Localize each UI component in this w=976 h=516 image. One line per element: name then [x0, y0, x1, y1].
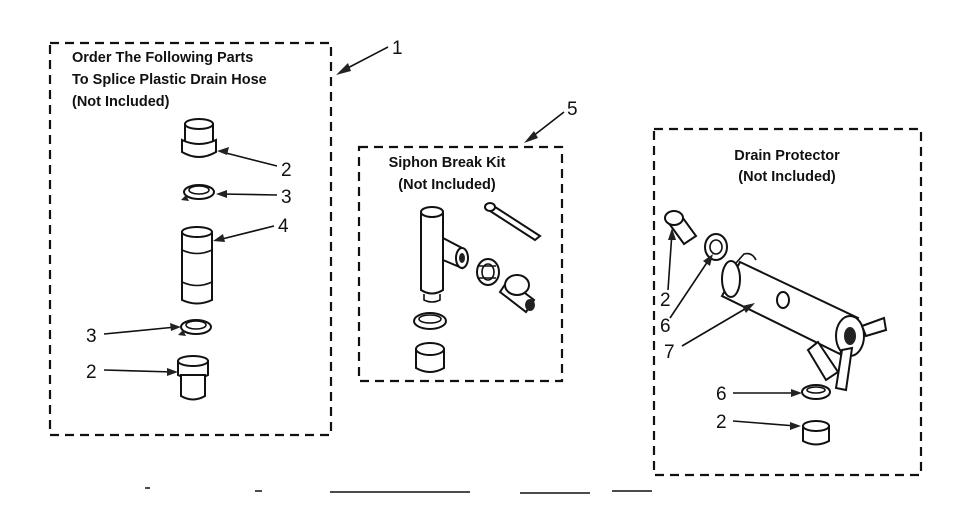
siphon-title-line-2: (Not Included) — [398, 177, 496, 193]
arrow-bottom-2 — [167, 368, 178, 376]
drain-protector-box — [652, 127, 923, 477]
siphon-break-group: Siphon Break Kit (Not Included) 5 — [357, 99, 578, 383]
leader-drain-left-6 — [669, 257, 711, 319]
label-drain-left-2: 2 — [660, 290, 671, 311]
leader-top-3 — [220, 193, 278, 196]
clamp-top — [181, 184, 215, 201]
arrow-drain-left-2 — [668, 228, 676, 240]
drain-title-line-2: (Not Included) — [738, 169, 836, 185]
siphon-title-line-1: Siphon Break Kit — [389, 155, 506, 171]
arrow-drain-left-6 — [703, 254, 713, 266]
hose-splice-group: Order The Following Parts To Splice Plas… — [48, 38, 403, 437]
label-top-2: 2 — [281, 160, 292, 181]
label-drain-body-7: 7 — [664, 342, 675, 363]
siphon-tee — [420, 206, 469, 303]
drain-title-line-1: Drain Protector — [734, 148, 840, 164]
label-drain-lower-2: 2 — [716, 412, 727, 433]
coupling-top — [181, 118, 217, 158]
siphon-break-box — [357, 145, 564, 383]
label-connector-4: 4 — [278, 216, 289, 237]
siphon-pin — [484, 202, 542, 242]
hose-splice-title-line-1: Order The Following Parts — [72, 50, 253, 66]
clamp-bottom — [178, 319, 212, 336]
leader-drain-body-7 — [681, 305, 751, 347]
drain-coupling-bottom — [802, 420, 830, 446]
siphon-cap-right — [498, 274, 536, 314]
leader-bottom-3 — [103, 326, 177, 335]
drain-protector-group: Drain Protector (Not Included) — [652, 127, 923, 477]
drain-clamp-bottom — [801, 384, 831, 400]
hose-splice-title-line-3: (Not Included) — [72, 94, 170, 110]
drain-clamp-left — [704, 233, 728, 261]
arrow-drain-body-7 — [742, 303, 755, 313]
drain-coupling-left — [664, 210, 698, 246]
callout-1-arrowhead — [336, 63, 351, 75]
label-drain-lower-6: 6 — [716, 384, 727, 405]
arrow-drain-lower-6 — [791, 389, 802, 397]
leader-drain-lower-2 — [732, 420, 797, 427]
callout-5: 5 — [567, 99, 578, 120]
arrow-connector-4 — [213, 234, 225, 242]
leader-bottom-2 — [103, 369, 174, 373]
hose-splice-box — [48, 41, 333, 437]
arrow-bottom-3 — [170, 323, 181, 331]
arrow-top-2 — [217, 147, 229, 155]
hose-splice-title-line-2: To Splice Plastic Drain Hose — [72, 72, 267, 88]
siphon-clamp-bottom — [413, 312, 447, 330]
leader-top-2 — [221, 151, 278, 167]
arrow-drain-lower-2 — [790, 422, 801, 430]
coupling-bottom — [177, 355, 209, 401]
label-drain-left-6: 6 — [660, 316, 671, 337]
label-bottom-3: 3 — [86, 326, 97, 347]
scan-artifacts — [145, 487, 652, 494]
arrow-top-3 — [216, 190, 227, 198]
siphon-clamp-right — [476, 258, 500, 286]
leader-drain-left-2 — [667, 231, 673, 291]
callout-1: 1 — [392, 38, 403, 59]
drain-protector-body — [720, 252, 888, 392]
label-top-3: 3 — [281, 187, 292, 208]
callout-5-arrowhead — [524, 131, 538, 143]
siphon-coupling-bottom — [415, 342, 445, 373]
splice-connector — [181, 226, 213, 305]
leader-connector-4 — [217, 225, 275, 241]
label-bottom-2: 2 — [86, 362, 97, 383]
